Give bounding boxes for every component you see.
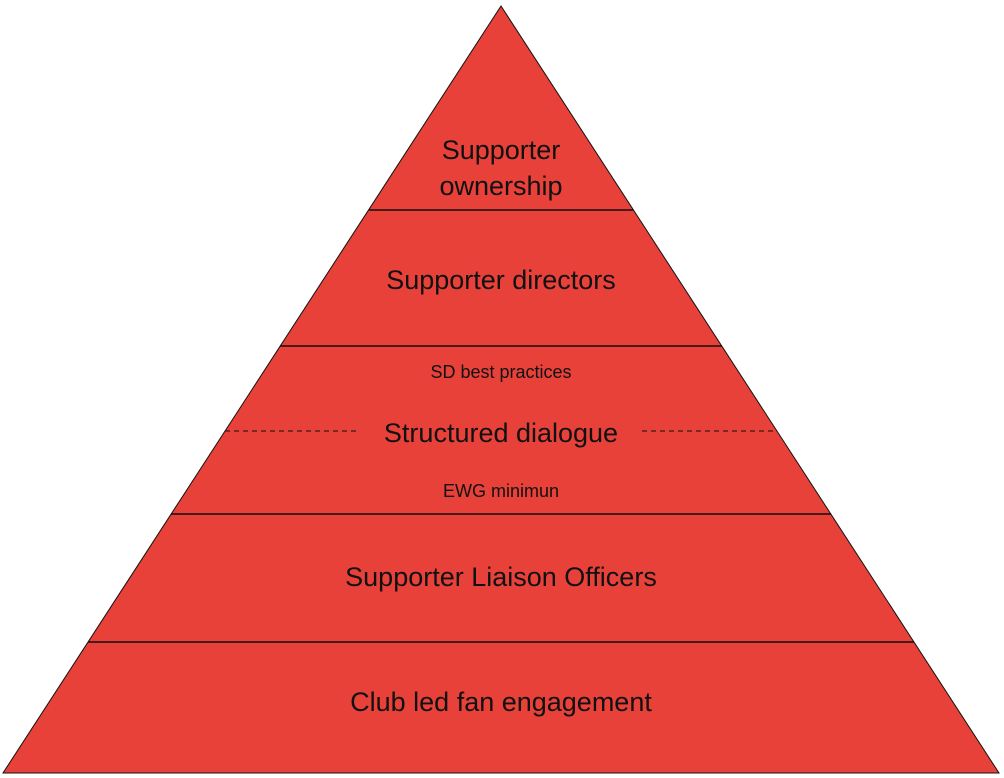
level-supporter-ownership-line2: ownership — [439, 171, 562, 201]
label-sd-best-practices: SD best practices — [430, 362, 571, 382]
pyramid-shape — [2, 5, 1000, 774]
label-ewg-minimum: EWG minimun — [443, 481, 559, 501]
level-structured-dialogue: Structured dialogue — [384, 418, 618, 448]
level-supporter-liaison-officers: Supporter Liaison Officers — [345, 562, 657, 592]
level-club-led-fan-engagement: Club led fan engagement — [350, 687, 652, 717]
level-supporter-ownership-line1: Supporter — [442, 135, 561, 165]
level-supporter-directors: Supporter directors — [386, 265, 616, 295]
